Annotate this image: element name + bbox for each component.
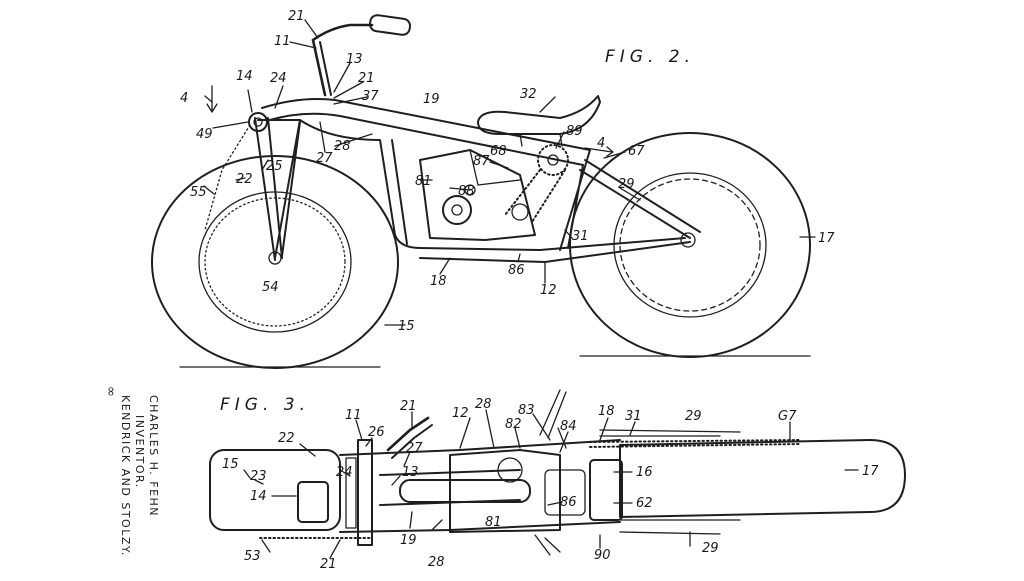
fig2-label: 4	[180, 91, 188, 106]
inventor-name: CHARLES H. FEHN	[147, 395, 160, 517]
fig2-label: 81	[415, 174, 432, 189]
fig3-label: 62	[636, 496, 653, 511]
inventor-block: CHARLES H. FEHN INVENTOR. KENDRICK AND S…	[119, 395, 160, 557]
fig3-label: 14	[250, 489, 267, 504]
fig3-label: 53	[244, 549, 261, 564]
fig2-label: 89	[566, 124, 583, 139]
fig3-label: 15	[222, 457, 239, 472]
fig2-label: 27	[316, 151, 333, 166]
fig2-label: 29	[618, 177, 635, 192]
fig2-label: 12	[540, 283, 557, 298]
fig3-label: G7	[778, 409, 797, 424]
fig3-label: 81	[485, 515, 502, 530]
fig2-label: 24	[270, 71, 287, 86]
fig2-labels: 21 11 13 14 24 21 37 19 32 4 49 27 28 68…	[180, 9, 835, 334]
fig3-label: 13	[402, 465, 419, 480]
fig3-title: FIG. 3.	[220, 395, 310, 415]
fig3-label: 86	[560, 495, 577, 510]
fig2-label: 31	[572, 229, 589, 244]
fig3-label: 23	[250, 469, 267, 484]
fig2-label: 49	[196, 127, 213, 142]
fig2-label: 68	[490, 144, 507, 159]
fig2-label: 21	[288, 9, 305, 24]
fig3-label: 19	[400, 533, 417, 548]
fig2-label: 19	[423, 92, 440, 107]
fig2-drawing	[152, 14, 815, 368]
fig2-label: 4	[597, 136, 605, 151]
fig2-label: 54	[262, 280, 279, 295]
fig2-label: 14	[236, 69, 253, 84]
inventor-role: INVENTOR.	[133, 415, 146, 489]
fig3-label: 82	[505, 417, 522, 432]
fig3-label: 28	[428, 555, 445, 570]
fig2-label: 15	[398, 319, 415, 334]
fig3-label: 29	[702, 541, 719, 556]
fig2-label: 32	[520, 87, 537, 102]
fig3-label: 18	[598, 404, 615, 419]
fig2-label: 88	[458, 184, 475, 199]
fig3-label: 22	[278, 431, 295, 446]
fig3-label: 21	[320, 557, 337, 572]
fig3-label: 27	[406, 441, 423, 456]
fig2-label: 11	[274, 34, 291, 49]
margin-mark: ∞	[103, 386, 118, 397]
attorneys: KENDRICK AND STOLZY.	[119, 395, 132, 557]
fig3-label: 28	[475, 397, 492, 412]
fig3-label: 29	[685, 409, 702, 424]
fig2-label: 21	[358, 71, 375, 86]
fig2-label: 17	[818, 231, 835, 246]
fig3-drawing	[210, 390, 905, 558]
fig2-label: 67	[628, 144, 645, 159]
fig2-label: 28	[334, 139, 351, 154]
fig2-label: 86	[508, 263, 525, 278]
fig3-label: 12	[452, 406, 469, 421]
fig2-label: 18	[430, 274, 447, 289]
fig2-label: 13	[346, 52, 363, 67]
fig2-label: 25	[266, 159, 283, 174]
fig3-label: 31	[625, 409, 642, 424]
fig3-label: 16	[636, 465, 653, 480]
fig2-label: 37	[362, 89, 379, 104]
fig3-label: 90	[594, 548, 611, 563]
fig3-labels: 11 21 12 28 83 18 31 29 G7 22 26 27 82 8…	[222, 397, 879, 572]
fig3-label: 26	[368, 425, 385, 440]
fig2-label: 55	[190, 185, 207, 200]
fig3-label: 24	[336, 465, 353, 480]
fig2-label: 87	[473, 154, 490, 169]
fig2-title: FIG. 2.	[605, 47, 695, 67]
fig2-label: 22	[236, 172, 253, 187]
fig3-label: 21	[400, 399, 417, 414]
fig3-label: 83	[518, 403, 535, 418]
fig3-label: 84	[560, 419, 577, 434]
fig3-label: 17	[862, 464, 879, 479]
fig3-label: 11	[345, 408, 362, 423]
